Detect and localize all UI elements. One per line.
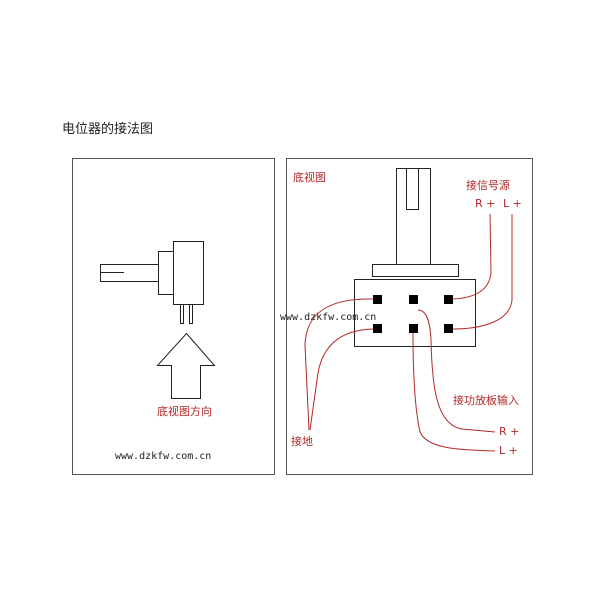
pin-square: [444, 295, 453, 304]
wire-amp-r: [417, 309, 496, 433]
bottom-body: [354, 279, 476, 347]
side-pin: [180, 304, 184, 324]
pin-square: [373, 295, 382, 304]
wire-amp-l: [412, 332, 496, 452]
wire-ground-bottom: [309, 328, 374, 431]
side-bushing: [158, 251, 174, 295]
signal-source-l: L +: [503, 197, 522, 210]
bottom-shaft-slot: [406, 168, 419, 210]
amplifier-input-label: 接功放板输入: [453, 393, 519, 407]
side-view-frame: [72, 158, 275, 475]
side-body: [173, 241, 204, 305]
wire-ground-top: [304, 298, 374, 431]
view-direction-label: 底视图方向: [157, 404, 212, 418]
pin-square: [373, 324, 382, 333]
wire-source-r: [452, 213, 492, 300]
pin-square: [409, 324, 418, 333]
wire-source-l: [452, 214, 513, 330]
amplifier-l: L +: [499, 444, 518, 457]
side-watermark: www.dzkfw.com.cn: [115, 451, 211, 462]
bottom-watermark: www.dzkfw.com.cn: [280, 312, 376, 323]
side-view-panel: 底视图方向 www.dzkfw.com.cn: [72, 158, 275, 475]
signal-source-label: 接信号源: [466, 178, 510, 192]
pin-square: [444, 324, 453, 333]
pin-square: [409, 295, 418, 304]
bottom-view-panel: 底视图 www.dzkfw.com.cn 接信号源 R + L + 接功放板输入…: [280, 158, 533, 475]
ground-label: 接地: [291, 435, 313, 448]
amplifier-r: R +: [499, 425, 519, 438]
bottom-bushing: [372, 264, 459, 277]
view-direction-arrow-icon: [156, 332, 216, 399]
signal-source-r: R +: [475, 197, 495, 210]
side-pin: [189, 304, 193, 324]
bottom-view-title: 底视图: [293, 170, 326, 184]
page-title: 电位器的接法图: [62, 122, 154, 137]
